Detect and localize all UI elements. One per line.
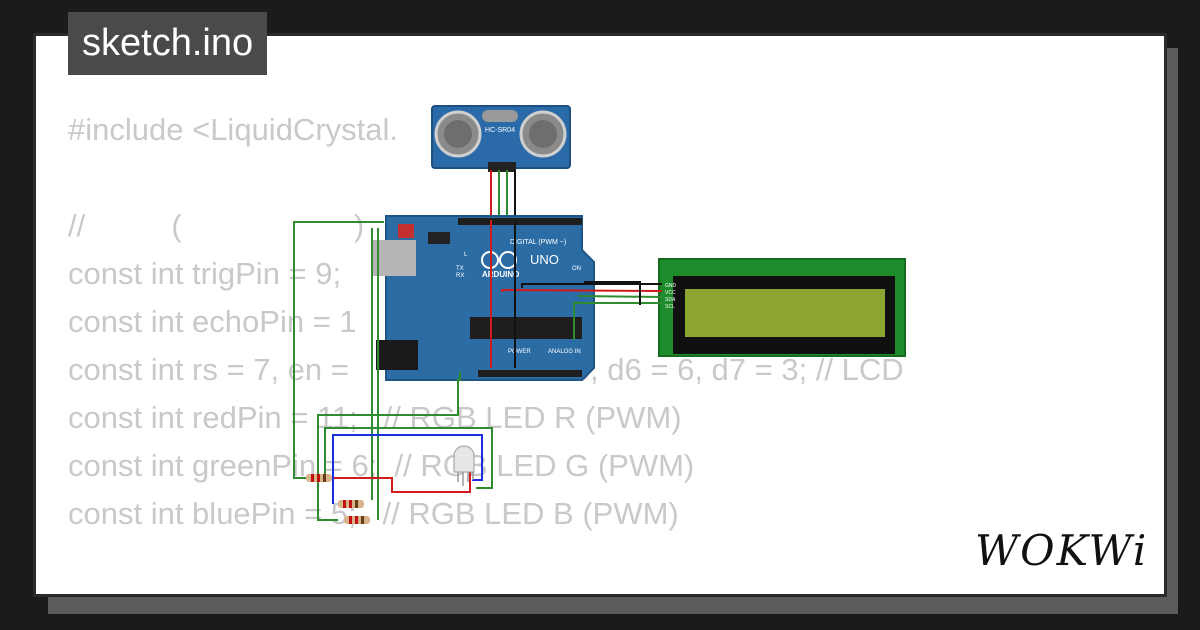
lcd-wires xyxy=(501,281,663,340)
rx-label: RX xyxy=(456,273,464,279)
tx-label: TX xyxy=(456,266,464,272)
arduino-board[interactable]: DIGITAL (PWM ~) UNO ARDUINO TX RX L ON P… xyxy=(372,215,595,381)
resistor[interactable] xyxy=(344,516,370,524)
lcd-pin-label: GND xyxy=(665,283,677,289)
code-line: const int redPin = 11; // RGB LED R (PWM… xyxy=(68,400,682,435)
code-line: const int bluePin = 5; // RGB LED B (PWM… xyxy=(68,496,679,531)
wokwi-logo: WOKWi xyxy=(975,526,1149,575)
lcd-pin-label: SCL xyxy=(665,304,675,310)
mcu-chip xyxy=(470,317,582,339)
rgb-led[interactable] xyxy=(453,445,475,486)
power-label: POWER xyxy=(508,349,531,355)
l-led-label: L xyxy=(464,252,468,258)
code-line: // ( ) xyxy=(68,208,365,243)
led-wires xyxy=(293,221,493,521)
project-title: sketch.ino xyxy=(68,12,268,75)
lcd-display[interactable]: GND VCC SDA SCL xyxy=(658,258,906,357)
code-line: const int echoPin = 1 xyxy=(68,304,357,339)
board-wires xyxy=(490,220,516,368)
digital-label: DIGITAL (PWM ~) xyxy=(510,239,566,246)
reset-button[interactable] xyxy=(398,224,414,238)
lcd-pin-label: SDA xyxy=(665,297,676,303)
analog-label: ANALOG IN xyxy=(548,349,581,355)
on-led-label: ON xyxy=(572,266,581,272)
code-line: #include <LiquidCrystal. xyxy=(68,112,398,147)
preview-card: #include <LiquidCrystal. // ( ) const int … xyxy=(33,33,1167,597)
code-line: const int trigPin = 9; xyxy=(68,256,342,291)
resistor[interactable] xyxy=(306,474,332,482)
power-jack xyxy=(376,340,418,370)
lcd-screen xyxy=(685,289,885,337)
board-name: UNO xyxy=(530,252,559,267)
sensor-label: HC-SR04 xyxy=(485,127,515,134)
digital-header xyxy=(458,218,582,225)
code-line: // xyxy=(68,586,904,594)
resistor[interactable] xyxy=(338,500,364,508)
sensor-wires xyxy=(490,170,516,222)
lcd-pin-label: VCC xyxy=(665,290,676,296)
usb-port xyxy=(372,240,416,276)
power-analog-header xyxy=(478,370,582,377)
ultrasonic-sensor[interactable]: HC-SR04 xyxy=(431,105,571,172)
board-brand: ARDUINO xyxy=(482,270,519,279)
